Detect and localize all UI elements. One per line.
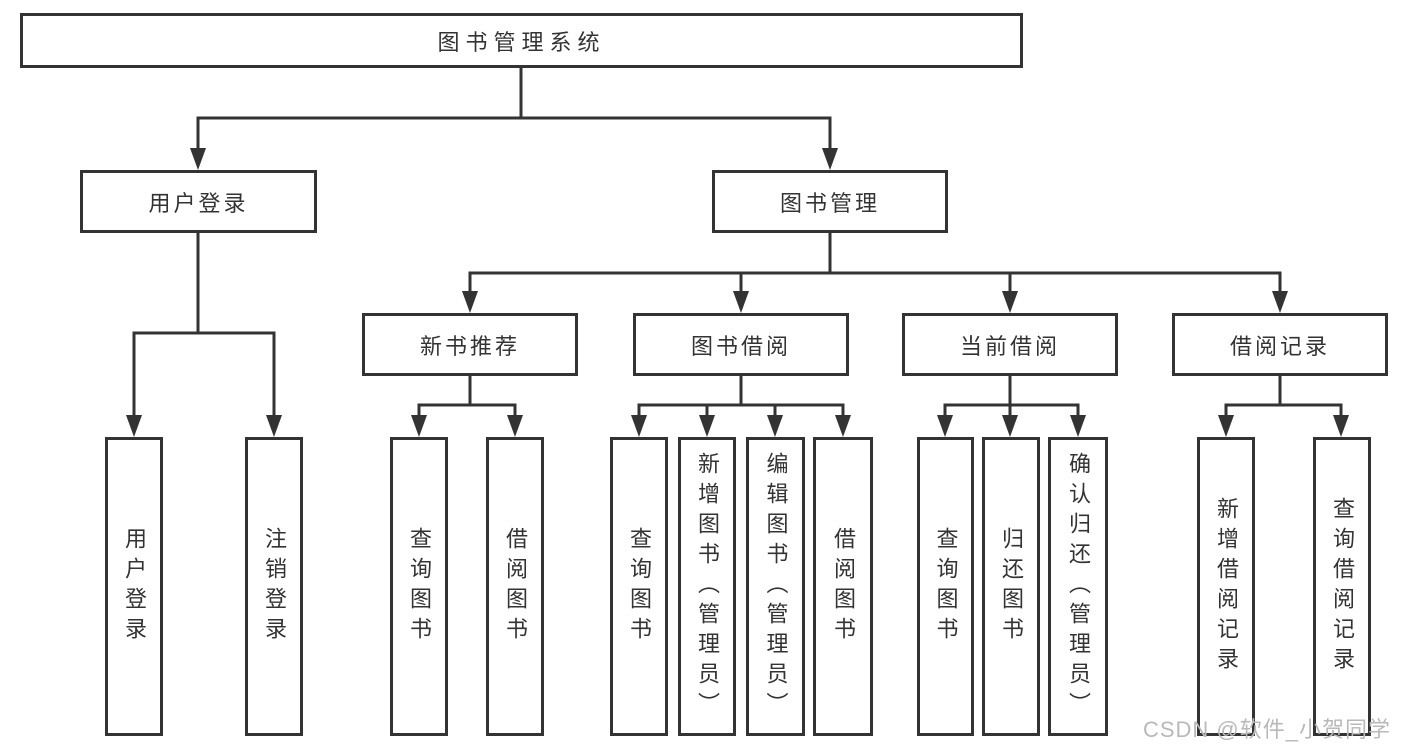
leaf-borrow-books-1: 借阅图书 xyxy=(486,437,544,736)
leaf-user-login-label: 用户登录 xyxy=(122,526,147,647)
node-book-management: 图书管理 xyxy=(712,170,948,233)
leaf-query-borrow-record: 查询借阅记录 xyxy=(1313,437,1371,736)
leaf-query-books-1-label: 查询图书 xyxy=(407,526,432,647)
node-book-management-label: 图书管理 xyxy=(779,190,880,216)
leaf-add-book-admin-label: 新增图书（管理员） xyxy=(695,451,720,722)
leaf-query-books-3-label: 查询图书 xyxy=(933,526,959,647)
node-new-book-recommend: 新书推荐 xyxy=(362,313,578,376)
node-borrow-records: 借阅记录 xyxy=(1172,313,1388,376)
node-new-book-recommend-label: 新书推荐 xyxy=(419,333,520,359)
node-current-borrow-label: 当前借阅 xyxy=(959,333,1060,359)
leaf-borrow-books-2-label: 借阅图书 xyxy=(831,526,856,647)
leaf-confirm-return-admin-label: 确认归还（管理员） xyxy=(1066,451,1091,722)
leaf-borrow-books-2: 借阅图书 xyxy=(813,437,873,736)
leaf-query-books-1: 查询图书 xyxy=(390,437,448,736)
leaf-logout-label: 注销登录 xyxy=(262,526,287,647)
leaf-confirm-return-admin: 确认归还（管理员） xyxy=(1048,437,1108,736)
leaf-add-borrow-record: 新增借阅记录 xyxy=(1197,437,1255,736)
node-user-login-label: 用户登录 xyxy=(148,190,249,216)
leaf-edit-book-admin: 编辑图书（管理员） xyxy=(746,437,805,736)
leaf-return-books: 归还图书 xyxy=(982,437,1040,736)
leaf-edit-book-admin-label: 编辑图书（管理员） xyxy=(763,451,789,722)
leaf-user-login: 用户登录 xyxy=(105,437,163,736)
node-book-borrow: 图书借阅 xyxy=(633,313,849,376)
leaf-query-books-2-label: 查询图书 xyxy=(627,526,652,647)
node-book-borrow-label: 图书借阅 xyxy=(690,333,791,359)
node-borrow-records-label: 借阅记录 xyxy=(1229,333,1330,359)
leaf-return-books-label: 归还图书 xyxy=(999,526,1024,647)
node-user-login: 用户登录 xyxy=(80,170,317,233)
leaf-borrow-books-1-label: 借阅图书 xyxy=(503,526,528,647)
arrowheads xyxy=(126,148,1349,437)
node-root-label: 图书管理系统 xyxy=(437,29,606,55)
node-current-borrow: 当前借阅 xyxy=(902,313,1118,376)
leaf-query-books-3: 查询图书 xyxy=(917,437,974,736)
leaf-query-books-2: 查询图书 xyxy=(610,437,668,736)
leaf-add-book-admin: 新增图书（管理员） xyxy=(678,437,736,736)
leaf-query-borrow-record-label: 查询借阅记录 xyxy=(1330,496,1355,677)
watermark: CSDN @软件_小贺同学 xyxy=(1142,717,1391,742)
node-root: 图书管理系统 xyxy=(20,13,1023,68)
leaf-add-borrow-record-label: 新增借阅记录 xyxy=(1214,496,1239,677)
leaf-logout: 注销登录 xyxy=(245,437,303,736)
